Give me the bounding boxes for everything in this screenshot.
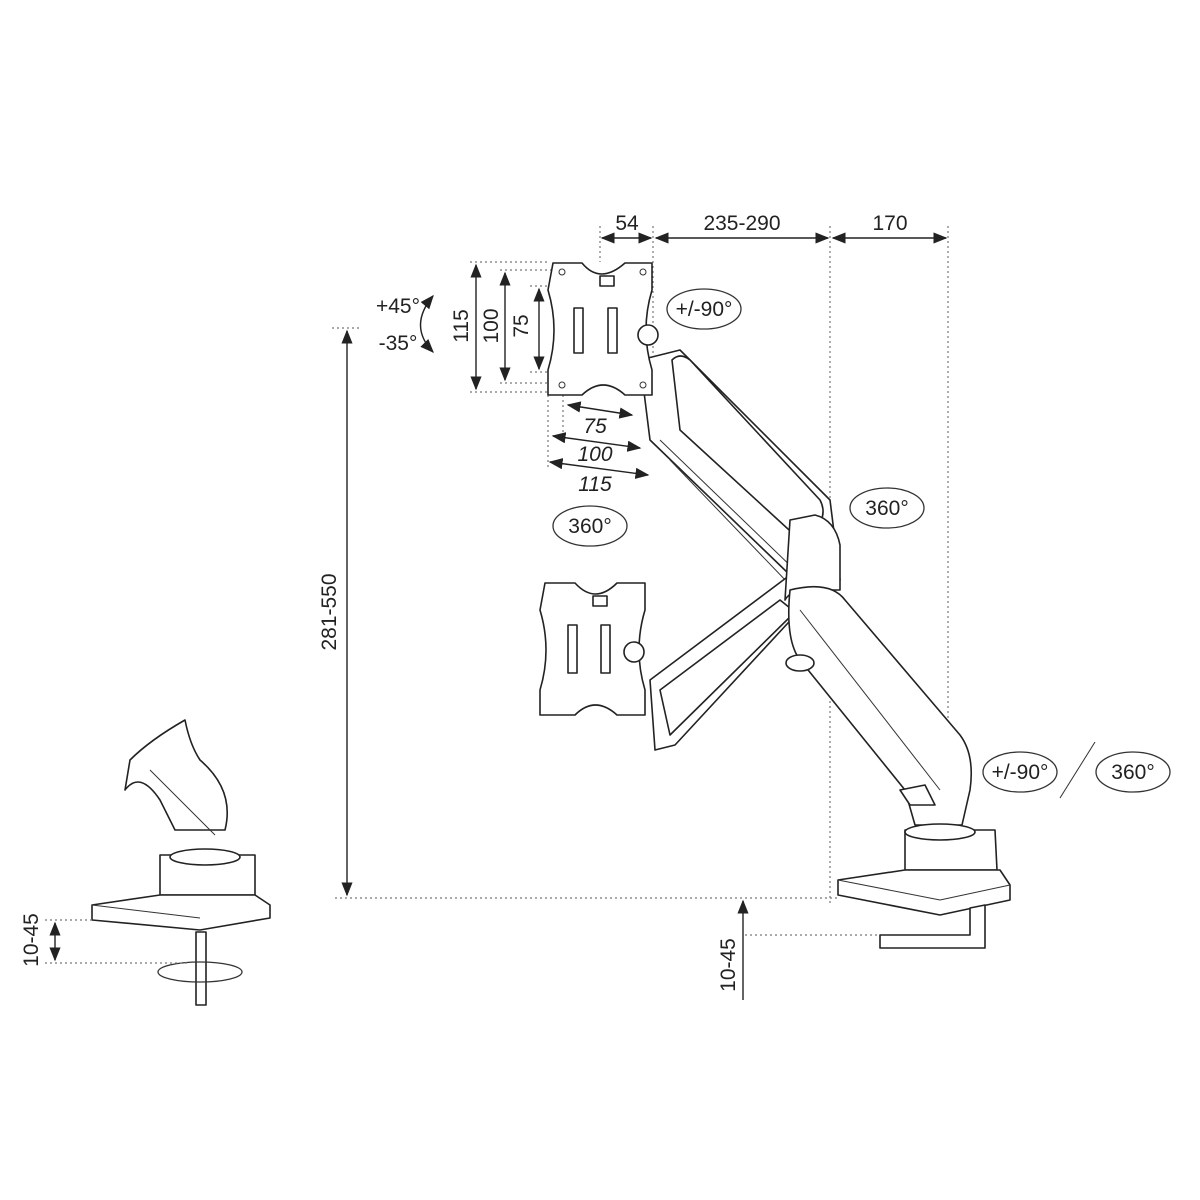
dim-label-170: 170 <box>872 212 907 235</box>
base-rotate-label: 360° <box>1111 761 1154 784</box>
dim-label-reach: 235-290 <box>703 212 780 235</box>
clamp-detail-left: 10-45 <box>20 719 271 1006</box>
clamp-dimension-right: 10-45 <box>717 899 880 1000</box>
rotate-pole-label: 360° <box>865 497 908 520</box>
vesa-h-115: 115 <box>578 473 612 496</box>
rotation-labels: +/-90° 360° 360° +/-90° 360° <box>552 288 1171 799</box>
rotate-head-label: 360° <box>568 515 611 538</box>
vesa-v-75: 75 <box>510 314 533 337</box>
vesa-vertical-dimensions: 115 100 75 <box>450 261 560 393</box>
vesa-h-75: 75 <box>583 415 607 438</box>
vesa-v-100: 100 <box>480 308 503 343</box>
dim-label-54: 54 <box>615 212 639 235</box>
main-arm <box>784 514 973 826</box>
dim-label-height: 281-550 <box>318 573 341 650</box>
tilt-down-label: -35° <box>379 332 418 355</box>
base-swivel-label: +/-90° <box>992 761 1049 784</box>
swivel-head-label: +/-90° <box>676 298 733 321</box>
vesa-h-100: 100 <box>577 443 612 466</box>
clamp-label-left: 10-45 <box>20 913 43 967</box>
tilt-indicator: +45° -35° <box>376 294 434 355</box>
desk-clamp <box>837 823 1011 949</box>
vesa-plate-upper <box>547 262 659 396</box>
vesa-v-115: 115 <box>450 309 473 342</box>
vesa-plate-lower <box>539 582 646 716</box>
clamp-label-right: 10-45 <box>717 938 740 992</box>
height-dimension: 281-550 <box>318 327 840 899</box>
tilt-up-label: +45° <box>376 295 420 318</box>
vesa-horizontal-dimensions: 75 100 115 <box>547 395 650 496</box>
